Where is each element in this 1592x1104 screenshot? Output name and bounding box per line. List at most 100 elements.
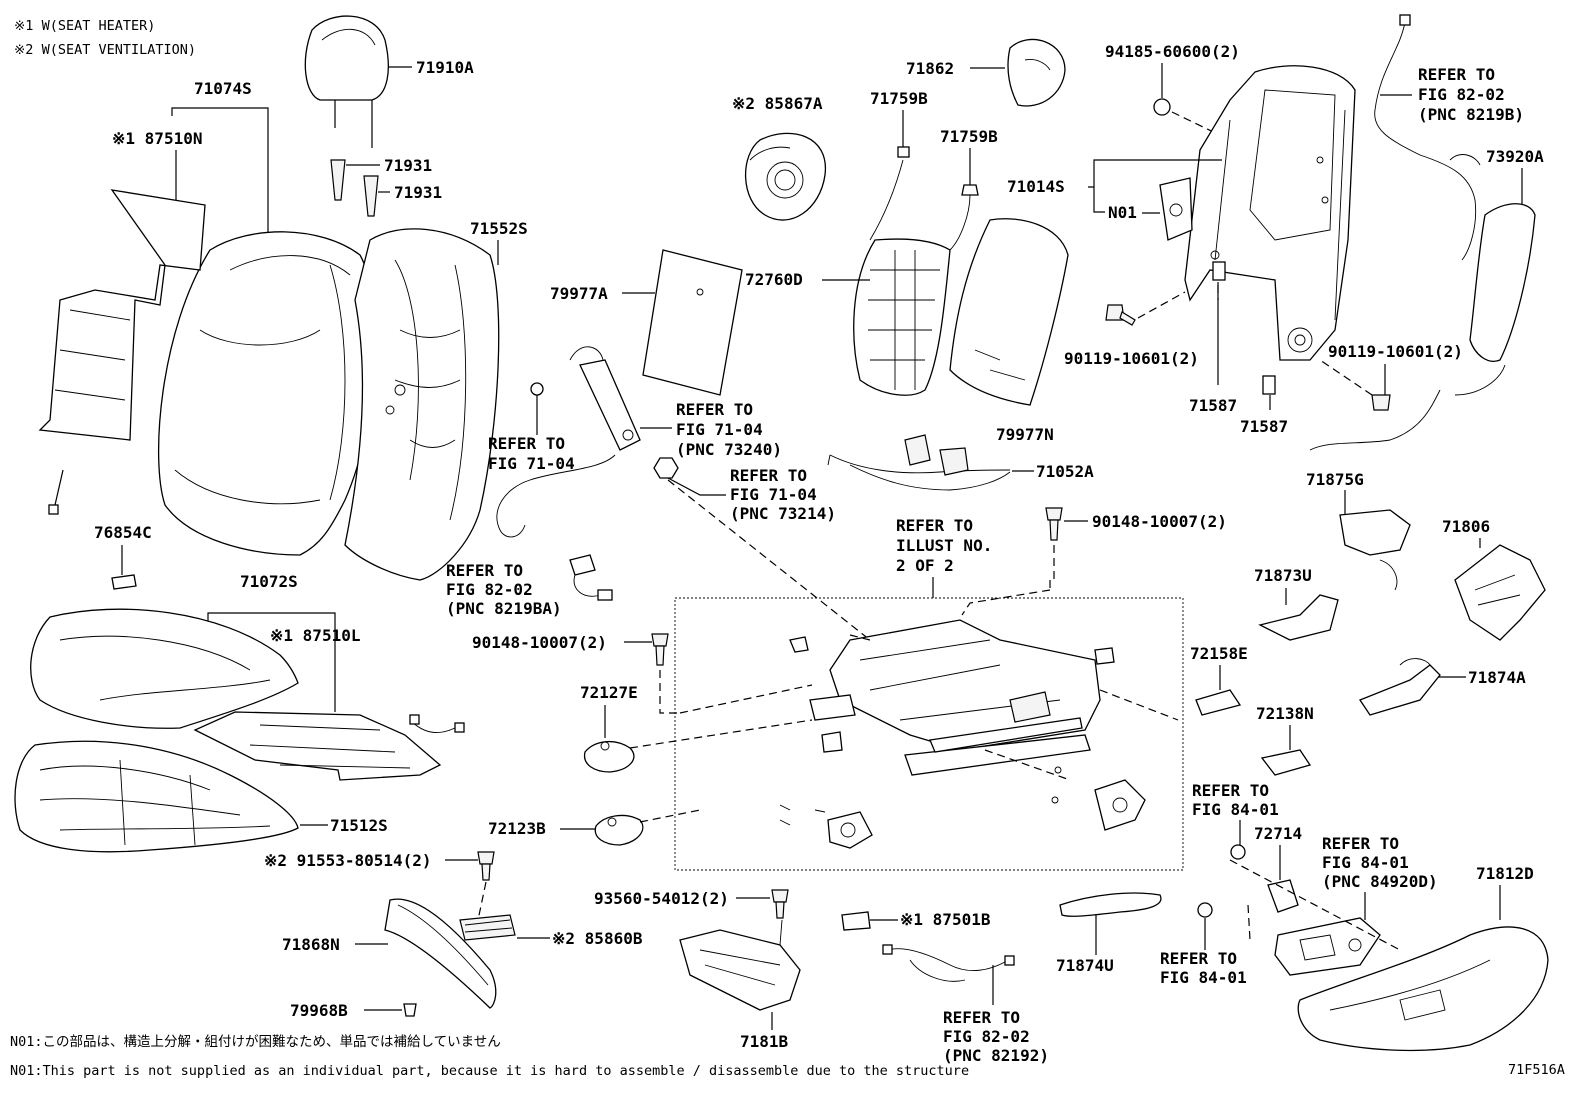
part-label-71875G: 71875G — [1306, 470, 1364, 489]
part-label-90148-lower: 90148-10007(2) — [472, 633, 607, 652]
ref-82192-line3: (PNC 82192) — [943, 1046, 1049, 1065]
trim-71873U-drawing — [1258, 594, 1339, 641]
ref-8401b-line2: FIG 84-01 — [1160, 968, 1247, 987]
cushion-frame-7181B-drawing — [679, 919, 801, 1011]
part-label-93560: 93560-54012(2) — [594, 889, 729, 908]
seat-cushion-pad-drawing — [14, 740, 299, 853]
side-airbag-drawing — [1309, 203, 1536, 451]
ref-illust-line3: 2 OF 2 — [896, 556, 954, 575]
part-label-71759B-right: 71759B — [940, 127, 998, 146]
clip-71587-right — [1262, 375, 1276, 395]
part-label-71014S: 71014S — [1007, 177, 1065, 196]
part-label-90148-upper: 90148-10007(2) — [1092, 512, 1227, 531]
ref-82192-line1: REFER TO — [943, 1008, 1020, 1027]
part-label-79977A: 79977A — [550, 284, 608, 303]
bolt-90148-lower — [651, 633, 669, 666]
part-label-71812D: 71812D — [1476, 864, 1534, 883]
cover-72127E-drawing — [583, 741, 635, 773]
switch-87501B — [841, 911, 871, 931]
ref-7104-line2: FIG 71-04 — [488, 454, 575, 473]
part-label-87510L: ※1 87510L — [270, 626, 360, 645]
clip-79968B — [403, 1003, 417, 1017]
seat-adjuster-group-box — [674, 597, 1184, 871]
ref-73240-line3: (PNC 73240) — [676, 440, 782, 459]
bolt-90119-right — [1371, 394, 1391, 411]
seat-shield-71812D-drawing — [1297, 926, 1549, 1052]
seatback-cover-drawing — [157, 231, 377, 556]
part-label-73920A: 73920A — [1486, 147, 1544, 166]
ref-8401a-line1: REFER TO — [1192, 781, 1269, 800]
seatbelt-buckle-drawing — [496, 346, 641, 538]
cushion-heater-pad-drawing — [193, 711, 465, 781]
cover-72123B-drawing — [594, 814, 644, 846]
ref-73240-line1: REFER TO — [676, 400, 753, 419]
part-label-71910A: 71910A — [416, 58, 474, 77]
part-label-72138N: 72138N — [1256, 704, 1314, 723]
ref-73214-line2: FIG 71-04 — [730, 485, 817, 504]
part-label-71868N: 71868N — [282, 935, 340, 954]
bracket-72714 — [1267, 879, 1299, 913]
footer-note-en: N01:This part is not supplied as an indi… — [10, 1063, 969, 1079]
part-label-71587-right: 71587 — [1240, 417, 1288, 436]
screw-93560 — [771, 889, 789, 919]
ref-8401b-line1: REFER TO — [1160, 949, 1237, 968]
ventilation-blower-drawing — [459, 914, 516, 941]
part-label-79968B: 79968B — [290, 1001, 348, 1020]
part-label-71552S: 71552S — [470, 219, 528, 238]
ref-8219BA-line1: REFER TO — [446, 561, 523, 580]
part-label-87501B: ※1 87501B — [900, 910, 991, 929]
seatback-frame-drawing — [1184, 65, 1356, 361]
ref-7104-line1: REFER TO — [488, 434, 565, 453]
bolt-90148-upper — [1045, 507, 1063, 541]
part-label-94185: 94185-60600(2) — [1105, 42, 1240, 61]
part-label-79977N: 79977N — [996, 425, 1054, 444]
bolt-90119-left — [1105, 304, 1136, 326]
seatback-pad-drawing — [344, 228, 500, 581]
clip-76854C — [111, 574, 137, 590]
part-label-85860B: ※2 85860B — [552, 929, 643, 948]
seatback-heater-pad-drawing — [38, 189, 206, 515]
lumbar-support-drawing — [853, 159, 971, 396]
part-label-71759B-left: 71759B — [870, 89, 928, 108]
ref-73240-line2: FIG 71-04 — [676, 420, 763, 439]
part-label-71873U: 71873U — [1254, 566, 1312, 585]
part-label-N01: N01 — [1108, 203, 1137, 222]
side-shield-71868N-drawing — [384, 898, 497, 1009]
ref-8219B-line3: (PNC 8219B) — [1418, 105, 1524, 124]
part-label-72158E: 72158E — [1190, 644, 1248, 663]
harness-82192-drawing — [882, 944, 1015, 982]
part-label-71806: 71806 — [1442, 517, 1490, 536]
legend-note-heater: ※1 W(SEAT HEATER) — [14, 18, 155, 34]
knob-8401b — [1197, 902, 1213, 918]
headrest-drawing — [304, 15, 389, 148]
clip-71759B-left — [897, 146, 910, 158]
seatbelt-grommet — [530, 382, 544, 396]
ref-8401a-line2: FIG 84-01 — [1192, 800, 1279, 819]
nut-73214 — [653, 457, 679, 479]
seat-track-cover-71806-drawing — [1454, 544, 1546, 641]
part-label-90119-left: 90119-10601(2) — [1064, 349, 1199, 368]
part-label-72127E: 72127E — [580, 683, 638, 702]
part-label-87510N: ※1 87510N — [112, 129, 202, 148]
part-label-72123B: 72123B — [488, 819, 546, 838]
trim-71875G-drawing — [1339, 509, 1411, 591]
back-harness-drawing — [1374, 14, 1481, 261]
cap-72158E — [1195, 689, 1242, 716]
nut-94185 — [1153, 98, 1171, 116]
trim-71874A-drawing — [1359, 658, 1441, 716]
seat-cushion-cover-drawing — [30, 608, 299, 729]
ref-8219B-line1: REFER TO — [1418, 65, 1495, 84]
ref-82192-line2: FIG 82-02 — [943, 1027, 1030, 1046]
figure-code: 71F516A — [1508, 1062, 1565, 1078]
recliner-motor-drawing — [1159, 177, 1193, 241]
part-label-72714: 72714 — [1254, 824, 1302, 843]
trim-71874U — [1059, 892, 1162, 917]
part-label-71052A: 71052A — [1036, 462, 1094, 481]
seat-harness-71052A-drawing — [827, 434, 1011, 491]
ref-84920D-line3: (PNC 84920D) — [1322, 872, 1438, 891]
ref-illust-line2: ILLUST NO. — [896, 536, 992, 555]
clip-71759B-right — [961, 184, 979, 196]
part-label-71931-upper: 71931 — [384, 156, 432, 175]
power-switch-84920D-drawing — [1274, 917, 1381, 976]
